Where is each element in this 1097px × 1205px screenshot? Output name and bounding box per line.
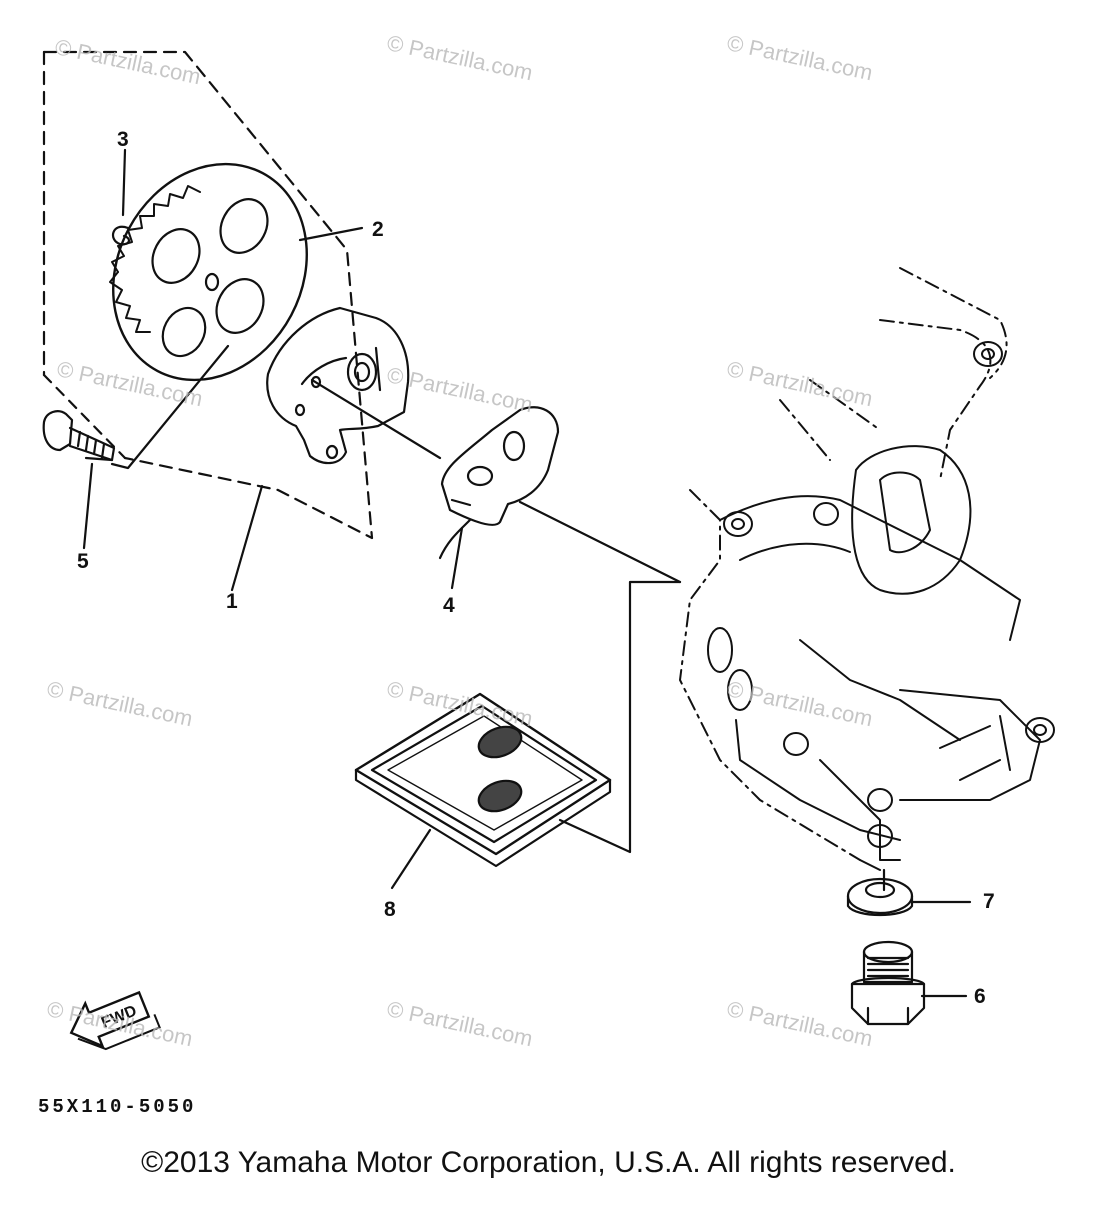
callout-2: 2: [372, 218, 384, 241]
strainer-bracket: [558, 580, 682, 854]
callout-1: 1: [226, 590, 238, 613]
callout-7: 7: [983, 890, 995, 913]
callout-5: 5: [77, 550, 89, 573]
pump-assembly-boundary: [42, 50, 374, 540]
callout-6: 6: [974, 985, 986, 1008]
crankcase-part: [679, 267, 1055, 871]
alignment-line: [310, 378, 442, 460]
bolt-part: [42, 344, 230, 550]
leader-1: [230, 484, 264, 592]
callout-3: 3: [117, 128, 129, 151]
callout-8: 8: [384, 898, 396, 921]
callout-4: 4: [443, 594, 455, 617]
diagram-code: 55X110-5050: [38, 1096, 197, 1118]
strainer-part: [354, 692, 612, 890]
copyright-notice: ©2013 Yamaha Motor Corporation, U.S.A. A…: [141, 1146, 956, 1179]
leader-4: [450, 526, 464, 590]
washer-part: [846, 868, 972, 916]
pump-body-part: [266, 306, 410, 465]
circlip-part: [111, 148, 130, 246]
drain-plug-part: [850, 940, 968, 1026]
sprocket-part: [109, 162, 364, 382]
gasket-part: [438, 406, 560, 560]
alignment-line-2: [518, 500, 682, 584]
